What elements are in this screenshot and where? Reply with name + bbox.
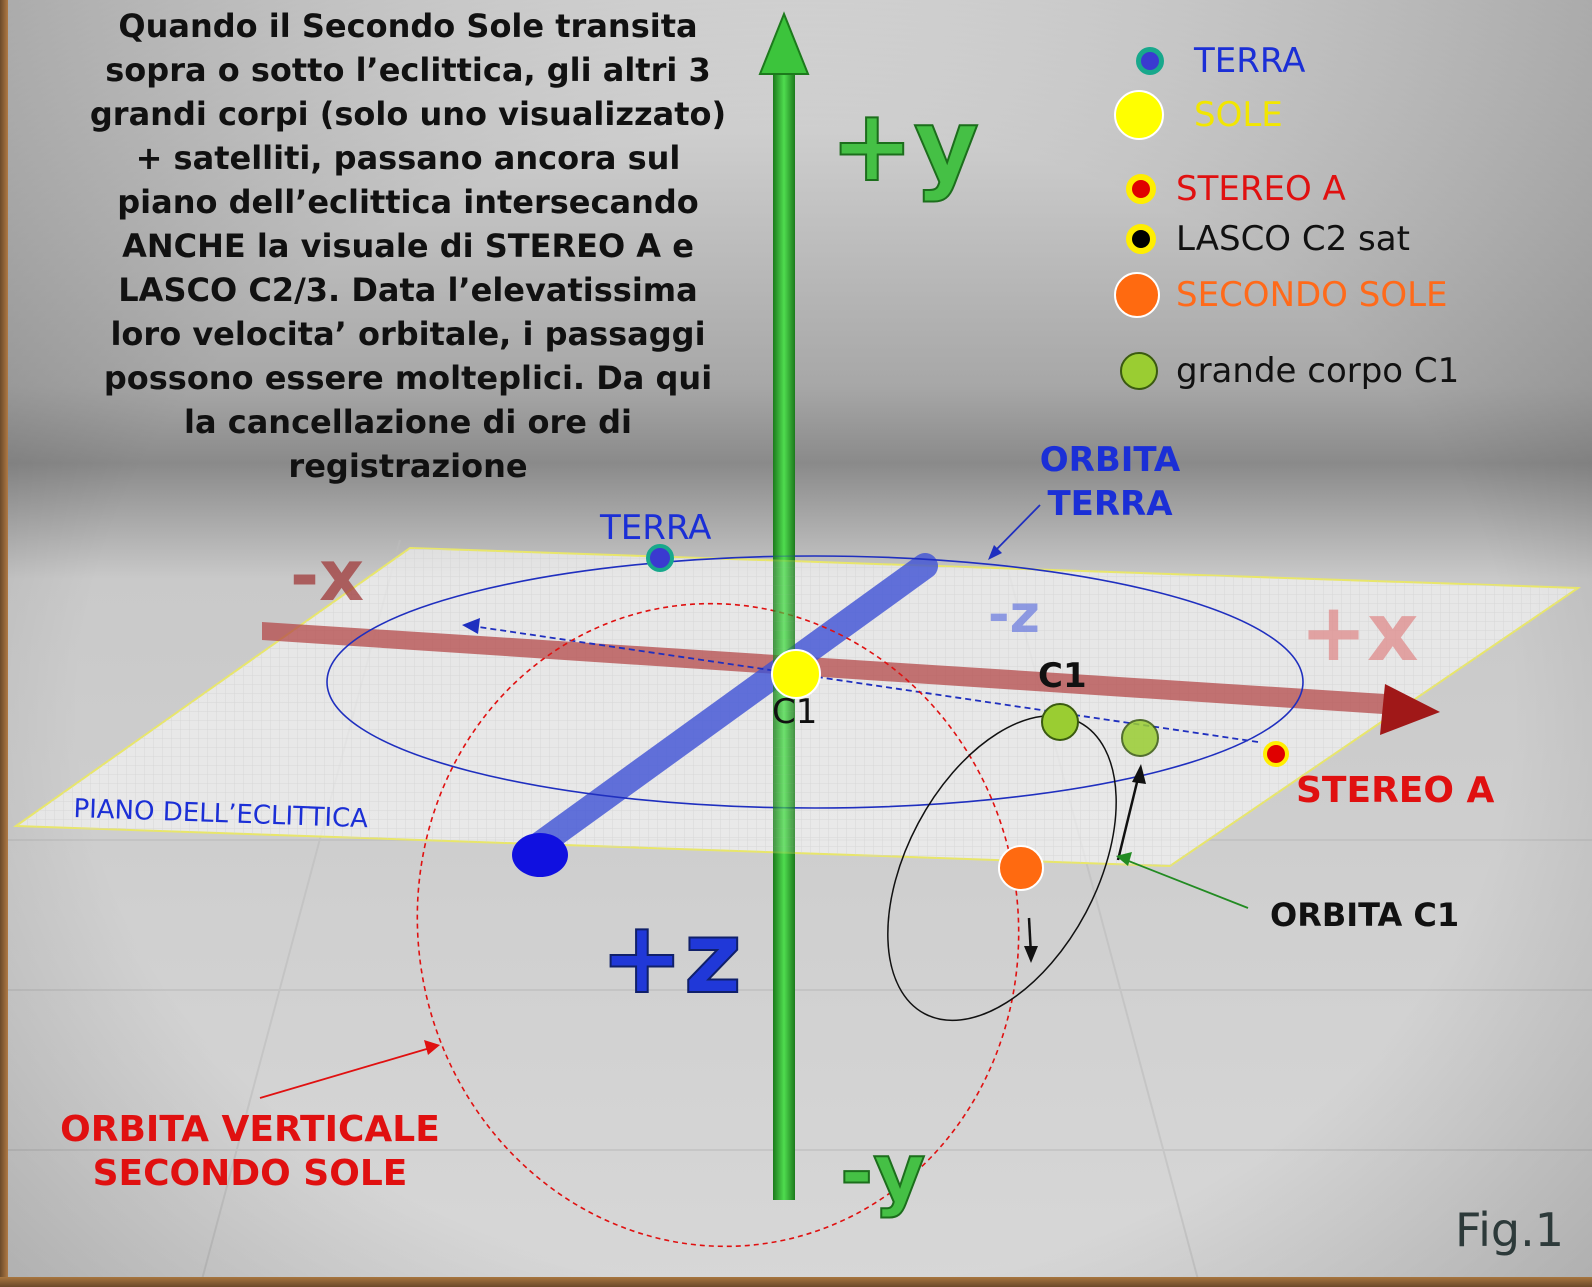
c1-orbit-arrow-up [1116, 769, 1142, 861]
axis-minus-z: -z [988, 585, 1040, 645]
legend-dot-sole [1114, 90, 1164, 140]
ecliptic-plane-grid [16, 548, 1578, 866]
orbita-c1-pointer-head [1116, 852, 1132, 866]
orbita-verticale-pointer [259, 1047, 431, 1099]
legend-item-lasco: LASCO C2 sat [1126, 214, 1410, 264]
label-c1-center: C1 [772, 692, 818, 732]
legend-item-c1: grande corpo C1 [1120, 346, 1459, 396]
earth-orbit [326, 555, 1304, 809]
label-orbita-c1: ORBITA C1 [1270, 896, 1460, 934]
legend: TERRA SOLE STEREO A LASCO C2 sat SECONDO… [1114, 30, 1580, 410]
label-orbita-verticale: ORBITA VERTICALE SECONDO SOLE [60, 1109, 440, 1194]
label-c1-top: C1 [1038, 656, 1087, 696]
sun-body [771, 649, 821, 699]
x-axis-bar [262, 622, 1400, 715]
orbita-terra-pointer-head [988, 545, 1002, 560]
legend-label-sole: SOLE [1194, 95, 1283, 135]
label-stereo-a: STEREO A [1296, 770, 1495, 811]
legend-item-secondo-sole: SECONDO SOLE [1114, 270, 1448, 320]
axis-minus-y: -y [840, 1126, 925, 1219]
frame-left [0, 0, 8, 1287]
axis-plus-z: +z [600, 899, 742, 1016]
legend-dot-lasco [1126, 224, 1156, 254]
legend-dot-stereo-a [1126, 174, 1156, 204]
orbita-terra-pointer [991, 504, 1041, 555]
legend-label-stereo-a: STEREO A [1176, 169, 1346, 209]
line-of-sight-arrowhead [462, 618, 480, 634]
frame-bottom [0, 1277, 1592, 1287]
y-axis-front [773, 548, 795, 868]
c1-body-1 [1041, 703, 1079, 741]
orbita-c1-pointer [1125, 859, 1249, 909]
z-axis-bar [522, 553, 938, 861]
c1-body-2 [1121, 719, 1159, 757]
c1-orbit-arrowhead-up [1132, 764, 1146, 784]
y-axis-arrowhead [758, 11, 810, 75]
legend-dot-c1 [1120, 352, 1158, 390]
legend-label-secondo-sole: SECONDO SOLE [1176, 275, 1448, 315]
legend-item-stereo-a: STEREO A [1126, 164, 1346, 214]
label-orbita-terra: ORBITA TERRA [1039, 440, 1181, 524]
earth-body [646, 544, 674, 572]
legend-dot-secondo-sole [1114, 272, 1160, 318]
z-axis-end [512, 833, 568, 877]
label-terra: TERRA [600, 508, 712, 548]
x-axis-arrowhead [1380, 684, 1440, 735]
legend-dot-terra [1136, 47, 1164, 75]
figure-number: Fig.1 [1455, 1203, 1564, 1257]
legend-label-terra: TERRA [1194, 41, 1306, 81]
second-sun-body [998, 845, 1044, 891]
intro-text: Quando il Secondo Sole transita sopra o … [89, 7, 727, 485]
legend-label-c1: grande corpo C1 [1176, 351, 1460, 391]
axis-minus-x: -x [290, 535, 364, 617]
axis-plus-y: +y [830, 87, 979, 204]
legend-item-sole: SOLE [1114, 90, 1283, 140]
c1-orbit [887, 714, 1117, 1022]
line-of-sight [471, 625, 1259, 743]
legend-item-terra: TERRA [1136, 36, 1305, 86]
legend-label-lasco: LASCO C2 sat [1176, 219, 1410, 259]
stereo-a-body [1263, 741, 1289, 767]
orbita-verticale-pointer-head [424, 1040, 440, 1055]
axis-plus-x: +x [1300, 586, 1419, 679]
c1-orbit-arrowhead-down [1024, 946, 1038, 963]
